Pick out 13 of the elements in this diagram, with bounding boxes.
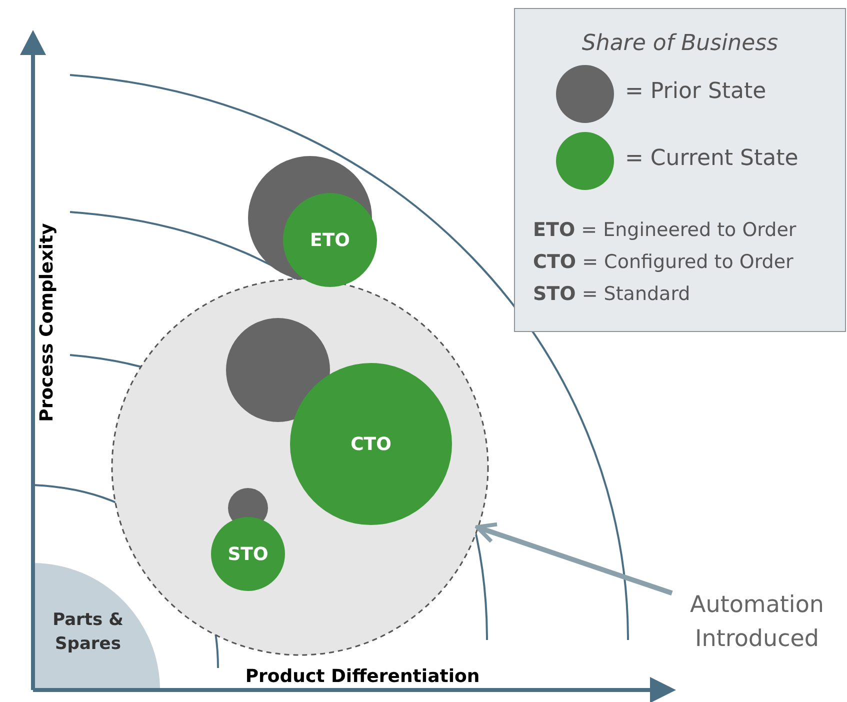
definition-text: STO = Standard xyxy=(533,283,690,305)
bubble-label: ETO xyxy=(310,230,350,250)
legend-label: = Current State xyxy=(625,146,798,171)
legend-title: Share of Business xyxy=(580,31,780,56)
axis-title: Process Complexity xyxy=(36,222,58,424)
arrow xyxy=(475,522,673,596)
definition-text: ETO = Engineered to Order xyxy=(533,219,796,241)
annotation-text: Automation Introduced xyxy=(689,591,825,654)
legend-label: = Prior State xyxy=(625,79,766,104)
region-label: Parts & Spares xyxy=(52,609,124,656)
bubble-label: STO xyxy=(228,544,268,564)
definition-text: CTO = Configured to Order xyxy=(533,251,794,273)
bubble-label: CTO xyxy=(350,434,392,454)
